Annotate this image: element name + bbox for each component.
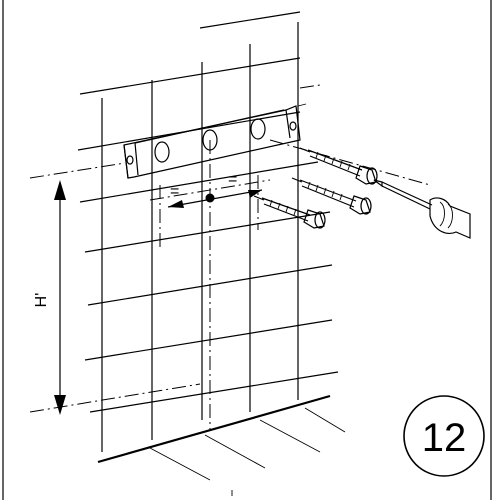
tile-grid [77, 11, 339, 452]
screw-top [299, 147, 378, 185]
screwdriver [373, 179, 471, 239]
step-badge [403, 395, 485, 477]
screw-bottom [253, 195, 326, 229]
screw-middle [291, 177, 372, 215]
height-label: H' [33, 293, 50, 308]
guide-lines [29, 84, 431, 413]
floor-line [97, 394, 331, 464]
level-arrow [167, 189, 263, 208]
equal-mark-left: = [170, 183, 179, 200]
height-dimension [54, 180, 66, 415]
step-number: 12 [422, 416, 467, 460]
mounting-bracket [123, 103, 307, 179]
equal-mark-right: = [228, 171, 237, 188]
floor-hatching [149, 407, 346, 481]
